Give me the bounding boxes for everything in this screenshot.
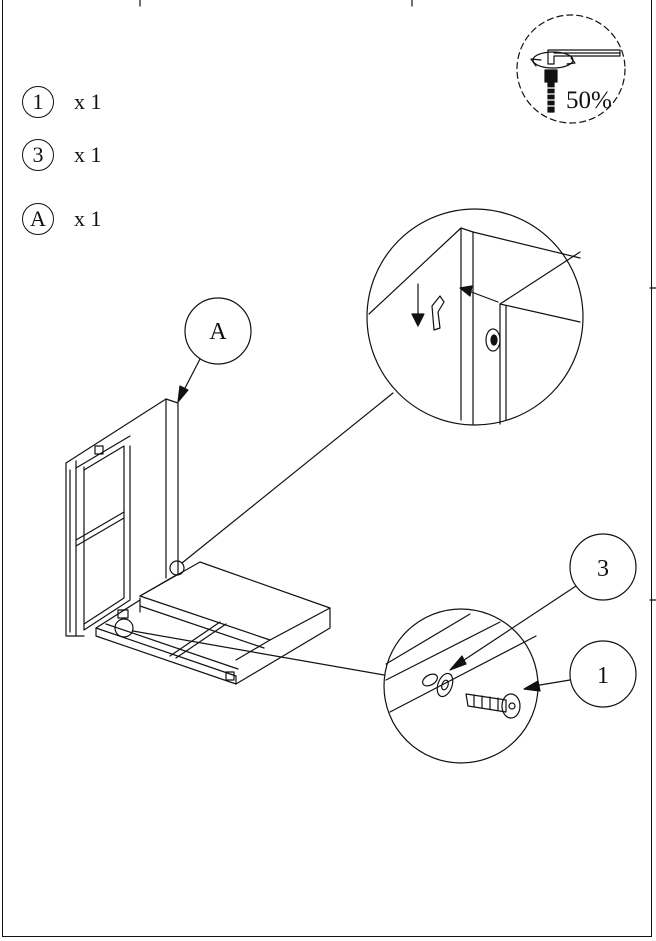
part-row-3: 3 x 1	[22, 137, 102, 173]
frame-ticks	[139, 0, 656, 601]
washer-part-3	[436, 672, 454, 698]
part-id-badge: 3	[22, 139, 54, 171]
detail-view-bottom	[383, 608, 539, 764]
upright-panel	[65, 398, 179, 637]
down-arrow-icon	[411, 283, 425, 327]
detail-marker-bottom	[114, 618, 134, 638]
bolt-part-1	[465, 693, 521, 719]
callout-a-label: A	[209, 319, 227, 345]
part-quantity: x 1	[74, 89, 102, 114]
callout-1-label: 1	[597, 663, 609, 689]
callout-3: 3	[449, 533, 637, 671]
tool-badge: 50%	[516, 14, 626, 124]
torque-percent: 50%	[566, 87, 612, 114]
part-quantity: x 1	[74, 142, 102, 167]
base-frame	[95, 561, 331, 685]
part-quantity: x 1	[74, 206, 102, 231]
callout-3-label: 3	[597, 556, 609, 582]
allen-key-icon	[530, 49, 621, 113]
detail-view-top	[366, 208, 584, 426]
leader-top	[181, 392, 394, 564]
clip-fitting	[431, 295, 445, 331]
callout-1: 1	[523, 640, 637, 708]
part-id-badge: 1	[22, 86, 54, 118]
part-row-a: A x 1	[22, 201, 102, 237]
part-row-1: 1 x 1	[22, 84, 102, 120]
slide-arrow-icon	[459, 285, 499, 303]
callout-a: A	[177, 297, 252, 403]
leader-bottom	[132, 630, 385, 676]
part-id-badge: A	[22, 203, 54, 235]
detail-marker-top	[169, 560, 185, 576]
